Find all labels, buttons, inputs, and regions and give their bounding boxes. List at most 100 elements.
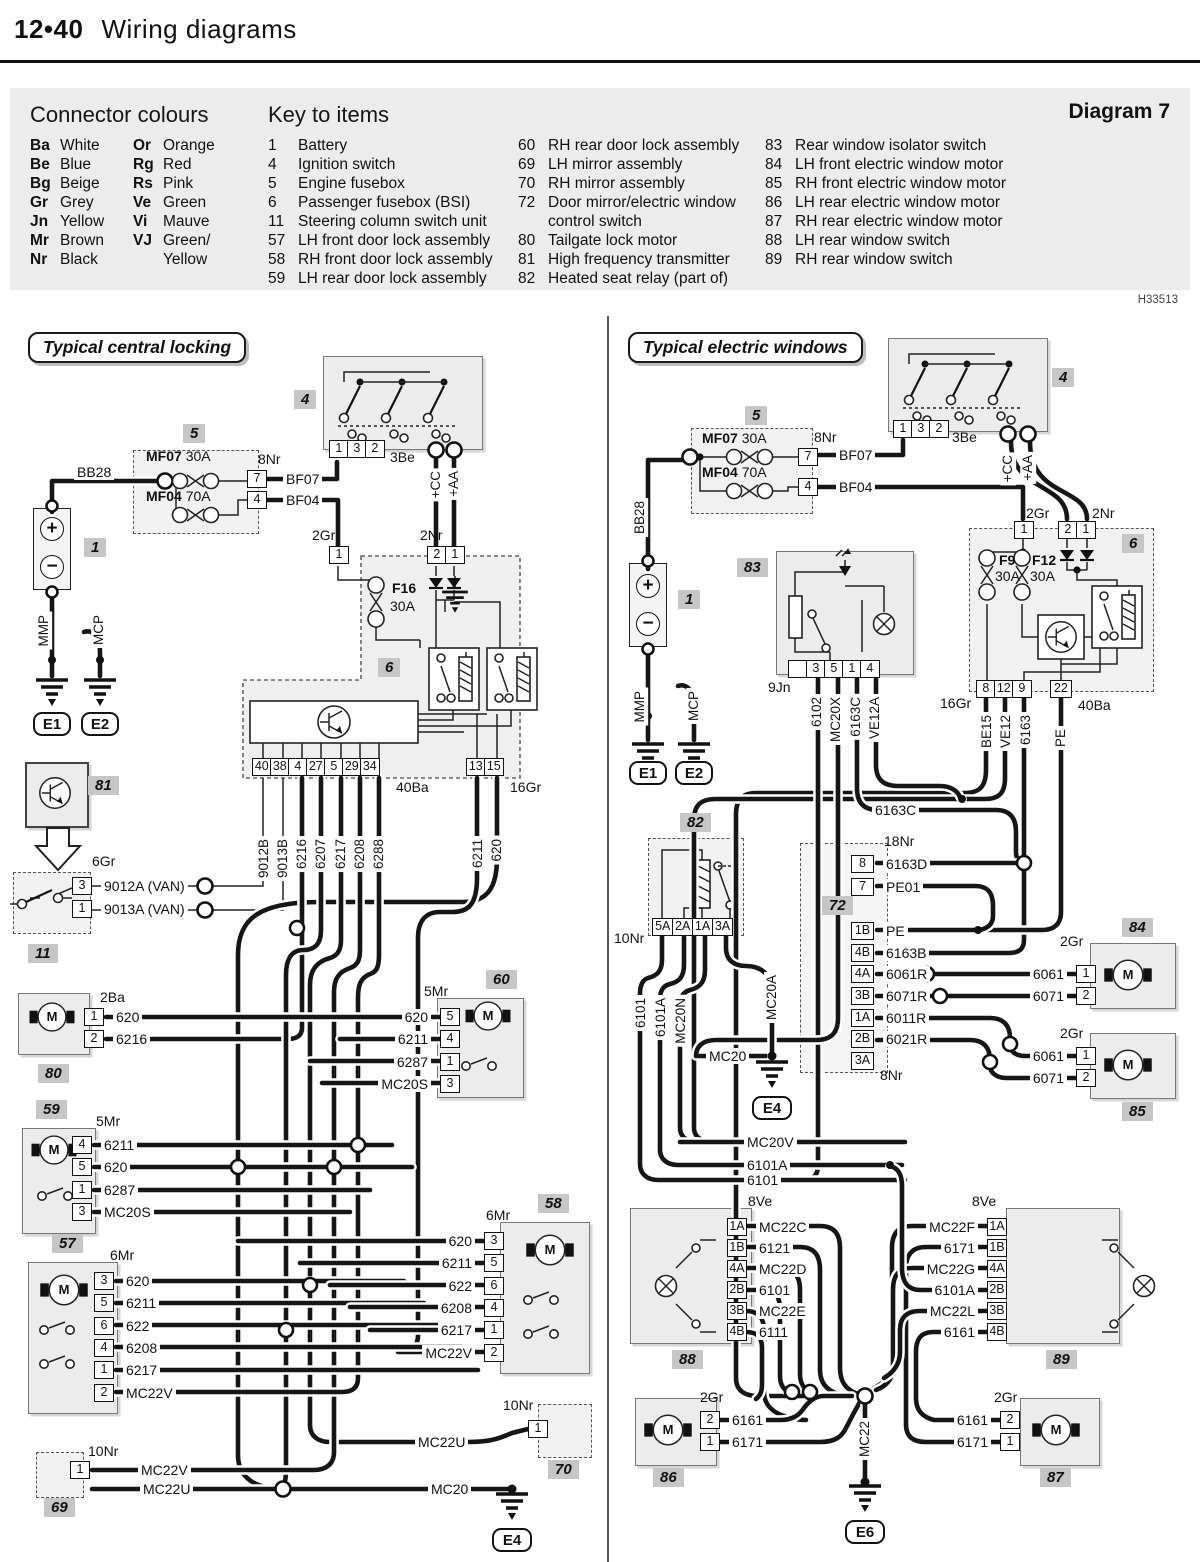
item-chip-72: 72 [822, 896, 853, 915]
connector-10nr-82: 10Nr [614, 930, 645, 946]
wire-label: 6217 [333, 836, 348, 873]
wire-label-mc22u: MC22U [140, 1481, 194, 1497]
battery-minus-terminal: − [40, 555, 64, 579]
ignition-pin: 1 [329, 440, 349, 458]
connector-2nr: 2Nr [420, 527, 443, 543]
connector-8nr: 8Nr [258, 451, 281, 467]
fuse-f16: F16 [392, 580, 417, 596]
fuse-mf04: MF04 70A [146, 488, 211, 504]
wire-label: 6216 [294, 836, 310, 873]
item-chip-82: 82 [680, 813, 711, 832]
wire-label: 6163 [1018, 712, 1034, 749]
earth-e2-r: E2 [675, 761, 713, 785]
ignition-pin: 3 [347, 440, 367, 458]
fuse-mf07-r: MF07 30A [702, 430, 767, 446]
item-chip-80: 80 [38, 1064, 69, 1083]
page-number: 12•40 [14, 14, 84, 44]
battery-plus-terminal: + [40, 517, 64, 541]
wire-label-mc22v: MC22V [138, 1462, 191, 1478]
item-chip-89: 89 [1046, 1350, 1077, 1369]
item-chip-84: 84 [1122, 918, 1153, 937]
connector-8nr-72: 8Nr [880, 1067, 903, 1083]
pin-7: 7 [247, 470, 267, 488]
earth-e1-r: E1 [629, 761, 667, 785]
connector-16gr-r: 16Gr [940, 695, 972, 711]
pin-2nr: 2 [1058, 521, 1078, 539]
item-chip-1: 1 [84, 538, 107, 557]
fuse-f9: F9 [999, 552, 1016, 568]
item-chip-85: 85 [1122, 1102, 1153, 1121]
item-chip-5r: 5 [745, 406, 768, 425]
bsi-pin-22: 22 [1050, 680, 1072, 698]
item-chip-6: 6 [378, 658, 401, 677]
item-chip-88: 88 [672, 1350, 703, 1369]
wire-label: 9012B [256, 836, 271, 882]
pin-4r: 4 [798, 478, 818, 496]
wire-label: VE12 [998, 712, 1014, 752]
bsi-pin: 8 [976, 680, 996, 698]
pin-2gr-1: 1 [329, 546, 349, 564]
wire-label-bf04-r: BF04 [836, 479, 876, 495]
wire-label-mcp: MCP [91, 612, 108, 648]
pin-82: 3A [711, 918, 734, 936]
item-chip-5: 5 [183, 424, 206, 443]
connector-40ba: 40Ba [396, 779, 429, 795]
item-chip-86: 86 [653, 1468, 684, 1487]
item-chip-87: 87 [1040, 1468, 1071, 1487]
ignition-pin: 2 [365, 440, 385, 458]
pin-70-1: 1 [528, 1420, 548, 1438]
wire-label: MC20N [673, 995, 689, 1047]
earth-e4-right: E4 [752, 1096, 792, 1120]
wire-label-6163c: 6163C [872, 802, 920, 818]
page-title: Wiring diagrams [101, 14, 297, 44]
motor-letter: M [1050, 1422, 1062, 1437]
item-chip-60: 60 [486, 970, 517, 989]
item-chip-57: 57 [52, 1234, 83, 1253]
wire-label: VE12A [867, 694, 883, 743]
reference-code: H33513 [1137, 294, 1178, 306]
earth-e6: E6 [845, 1520, 885, 1544]
motor-letter: M [662, 1422, 674, 1437]
window-switch-89 [1006, 1208, 1120, 1344]
wire-label-aa-r: +AA [1020, 452, 1037, 484]
key-to-items-title: Key to items [268, 102, 390, 127]
connector-9jn: 9Jn [768, 679, 791, 695]
pin-2nr: 1 [445, 546, 465, 564]
fuse-f12-rating: 30A [1030, 568, 1055, 584]
wire-label-bb28: BB28 [74, 464, 115, 480]
connector-6gr: 6Gr [92, 853, 116, 869]
